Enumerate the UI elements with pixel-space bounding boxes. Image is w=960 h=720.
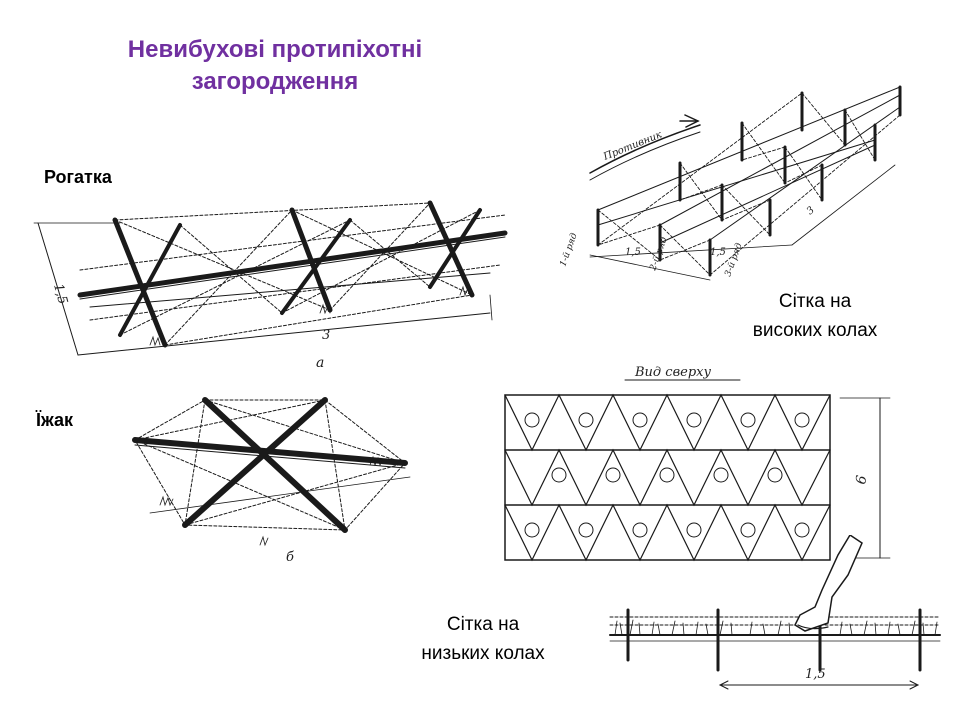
high-fence-row-1: 1-й ряд [560,232,580,268]
title-line-2: загородження [191,68,359,95]
rogatka-drawing: 1,5 3 а [33,200,508,371]
label-high-stakes: Сітка на високих колах [735,287,895,345]
label-yizhak: Їжак [36,410,73,430]
rogatka-dim-height: 1,5 [50,282,70,306]
label-high-stakes-line-1: Сітка на [778,291,852,312]
yizhak-fig-letter: б [286,550,294,565]
high-fence-dim-3: 3 [805,205,817,218]
high-fence-row-2: 2-й ряд [648,236,670,273]
yizhak-drawing: б [132,397,411,565]
label-high-stakes-line-2: високих колах [752,320,878,341]
slide-title: Невибухові протипіхотні загородження [60,34,490,98]
rogatka-fig-letter: а [316,355,324,371]
rogatka-dim-length: 3 [322,328,330,343]
label-rogatka: Рогатка [44,167,112,187]
low-net-dim-length: 1,5 [805,667,826,682]
high-fence-dim-2: 1,5 [710,247,726,258]
high-fence-dim-1: 1,5 [625,247,641,258]
label-low-stakes-line-2: низьких колах [421,643,545,664]
title-line-1: Невибухові протипіхотні [127,36,423,63]
high-fence-drawing: Противник 1-й ряд 2-й ряд 3-й ряд 1,5 1,… [560,85,902,281]
label-low-stakes: Сітка на низьких колах [398,610,568,668]
low-net-side-view: 1,5 [609,535,941,690]
low-net-dim-height: 6 [853,474,870,486]
high-fence-row-3: 3-й ряд [723,242,744,278]
low-net-top-view-label: Вид сверху [634,365,711,380]
label-low-stakes-line-1: Сітка на [446,614,520,635]
